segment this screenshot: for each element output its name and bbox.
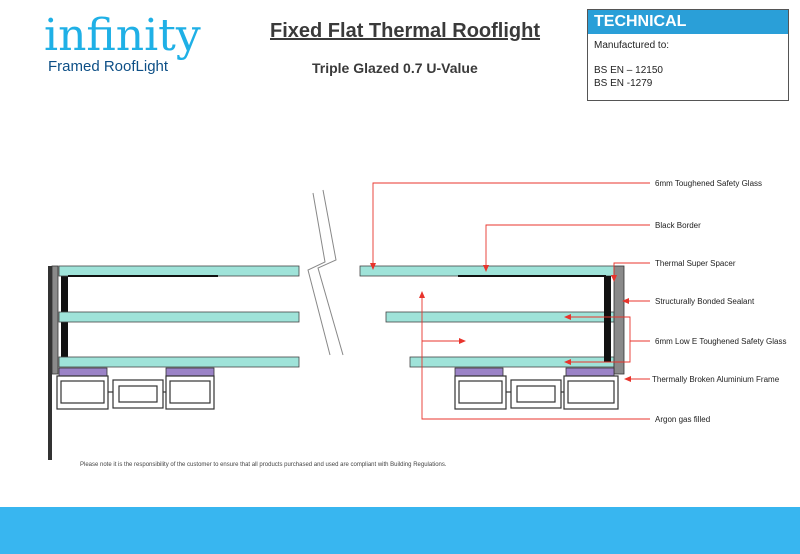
glass-pane-bottom-left <box>58 356 300 368</box>
bonded-sealant-left <box>165 367 215 377</box>
callout-argon-gas: Argon gas filled <box>655 415 710 424</box>
black-border-left <box>68 275 218 277</box>
callout-bonded-sealant: Structurally Bonded Sealant <box>655 297 755 306</box>
bonded-sealant-left <box>58 367 108 377</box>
aluminium-frame-right <box>454 375 619 410</box>
technical-box: TECHNICAL Manufactured to: BS EN – 12150… <box>587 9 789 101</box>
callout-aluminium-frame: Thermally Broken Aluminium Frame <box>652 375 780 384</box>
logo-wordmark: infinity <box>44 10 201 61</box>
company-logo: infinity Framed RoofLight <box>44 10 204 76</box>
callout-toughened-glass: 6mm Toughened Safety Glass <box>655 179 762 188</box>
callout-thermal-spacer: Thermal Super Spacer <box>655 259 736 268</box>
glass-pane-top-left <box>58 265 300 277</box>
callout-low-e-glass: 6mm Low E Toughened Safety Glass <box>655 337 786 346</box>
callout-black-border: Black Border <box>655 221 701 230</box>
technical-heading: TECHNICAL <box>588 10 788 34</box>
rooflight-section-diagram: 6mm Toughened Safety Glass Black Border … <box>48 179 786 460</box>
standard-item: BS EN -1279 <box>594 78 653 89</box>
leader-arrowheads <box>370 263 631 382</box>
bonded-sealant-right <box>454 367 504 377</box>
bonded-sealant-right <box>565 367 615 377</box>
right-upstand-wall <box>604 265 625 375</box>
manufactured-to-label: Manufactured to: <box>594 40 670 51</box>
logo-tagline: Framed RoofLight <box>48 58 169 75</box>
footer-bar <box>0 507 800 554</box>
glass-pane-middle-left <box>58 311 300 323</box>
break-line <box>307 189 344 356</box>
page-subtitle: Triple Glazed 0.7 U-Value <box>312 60 478 76</box>
black-border-right <box>458 275 606 277</box>
aluminium-frame-left <box>56 375 215 410</box>
compliance-note: Please note it is the responsibility of … <box>80 462 447 468</box>
page-title: Fixed Flat Thermal Rooflight <box>270 20 541 42</box>
standard-item: BS EN – 12150 <box>594 65 663 76</box>
